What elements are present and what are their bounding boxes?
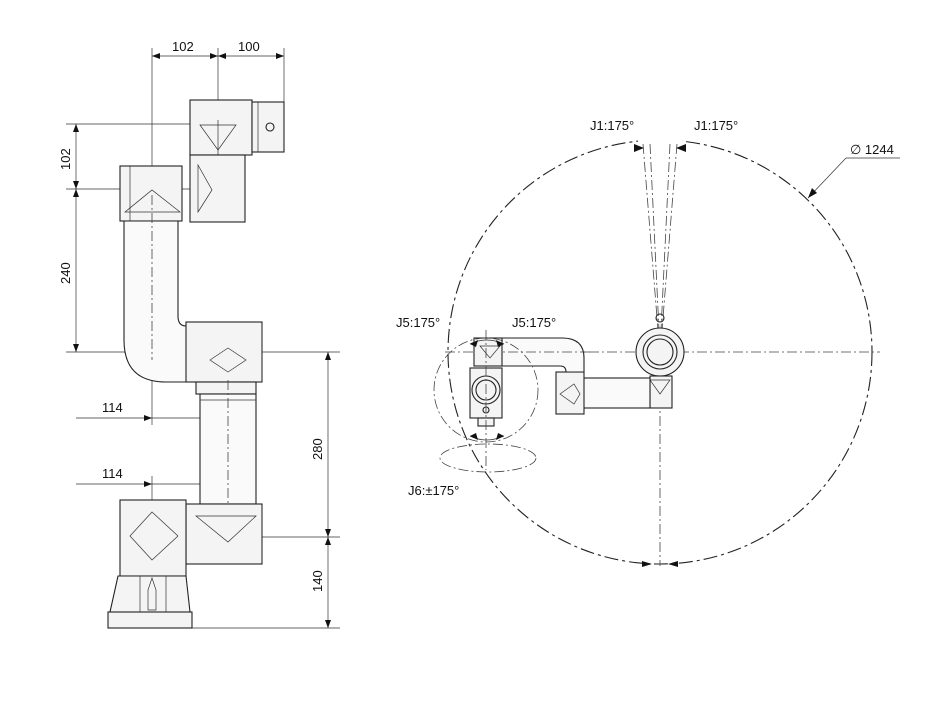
top-upper-arm xyxy=(555,371,673,415)
dim-label-240: 240 xyxy=(58,262,73,284)
j6-rotation-ellipse xyxy=(439,443,537,473)
j6-label: J6:±175° xyxy=(408,483,459,498)
dim-label-114-lower: 114 xyxy=(102,466,123,481)
dim-label-102-left: 102 xyxy=(58,148,73,170)
dim-label-140: 140 xyxy=(310,570,325,592)
dim-label-100-top: 100 xyxy=(238,39,260,54)
shoulder-joint xyxy=(185,503,263,565)
j1-right-label: J1:175° xyxy=(694,118,738,133)
base xyxy=(107,499,193,629)
j5-left-label: J5:175° xyxy=(396,315,440,330)
diameter-label: ∅ 1244 xyxy=(850,142,894,157)
dim-label-102-top: 102 xyxy=(172,39,194,54)
wrist-joint xyxy=(119,154,246,223)
top-forearm xyxy=(490,337,590,373)
top-view: ∅ 1244 J1:175° J1:175° xyxy=(396,118,900,567)
wrist-head xyxy=(189,99,285,160)
elbow-joint xyxy=(185,321,263,395)
upper-link xyxy=(123,195,197,383)
dim-label-280: 280 xyxy=(310,438,325,460)
top-base xyxy=(635,313,685,377)
lower-link xyxy=(199,380,257,540)
j1-left-label: J1:175° xyxy=(590,118,634,133)
side-view: 102 100 102 240 280 140 xyxy=(58,39,340,629)
j5-right-label: J5:175° xyxy=(512,315,556,330)
dim-label-114-upper: 114 xyxy=(102,400,123,415)
